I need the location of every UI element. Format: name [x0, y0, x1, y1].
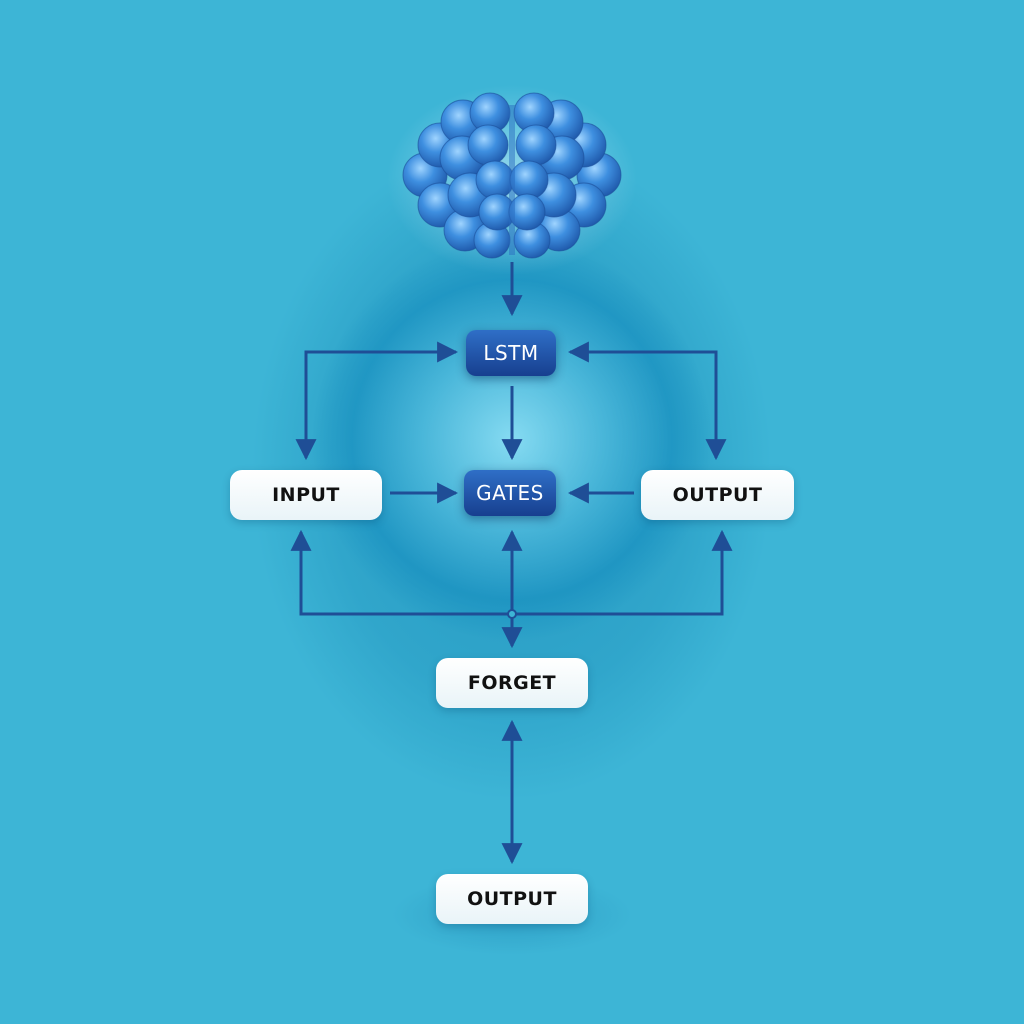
node-output-bottom: OUTPUT — [436, 874, 588, 924]
node-gates: GATES — [464, 470, 556, 516]
node-input: INPUT — [230, 470, 382, 520]
arrow-input-lstm-loop — [295, 341, 459, 461]
arrow-bus-to-input — [290, 529, 512, 616]
bus-junction — [507, 609, 517, 619]
node-forget: FORGET — [436, 658, 588, 708]
node-output-right: OUTPUT — [641, 470, 794, 520]
node-lstm: LSTM — [466, 330, 556, 376]
arrow-bus-to-output — [512, 529, 733, 616]
brain-icon — [387, 85, 637, 275]
arrow-output-lstm-loop — [567, 341, 727, 461]
